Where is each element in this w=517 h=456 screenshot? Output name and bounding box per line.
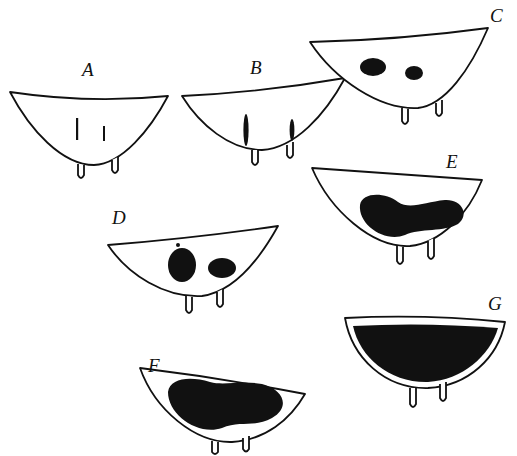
mark — [353, 324, 498, 382]
tooth — [243, 436, 249, 452]
shape-c — [310, 28, 488, 108]
tooth — [436, 100, 442, 116]
figure-letter: E — [446, 152, 458, 171]
tooth — [410, 388, 416, 407]
tooth — [186, 296, 192, 313]
mark — [176, 243, 180, 247]
shape-d — [108, 226, 278, 296]
mark — [168, 379, 283, 430]
figure-letter: B — [250, 58, 262, 77]
mark — [243, 114, 248, 146]
figure-letter: F — [148, 356, 160, 375]
figure-letter: A — [82, 60, 94, 79]
shape-g — [345, 317, 505, 388]
mark — [103, 126, 105, 141]
shape-f — [140, 368, 305, 442]
mark — [405, 66, 423, 80]
mark — [360, 58, 386, 76]
tooth — [217, 289, 223, 307]
tooth — [440, 382, 446, 401]
figure-letter: D — [112, 208, 126, 227]
tooth — [397, 246, 403, 264]
mark — [168, 248, 196, 282]
tooth — [112, 157, 118, 173]
tooth — [212, 441, 218, 454]
shape-a — [10, 92, 168, 165]
mark — [76, 118, 78, 140]
figure-letter: G — [488, 294, 502, 313]
tooth — [428, 238, 434, 259]
tooth — [78, 164, 84, 178]
tooth — [252, 150, 258, 165]
tooth — [402, 108, 408, 124]
mark — [290, 119, 295, 141]
figure-letter: C — [490, 6, 503, 25]
mark — [208, 258, 236, 278]
shape-b — [182, 78, 345, 150]
tooth — [287, 142, 293, 158]
mark — [360, 195, 464, 237]
shape-e — [312, 168, 482, 246]
